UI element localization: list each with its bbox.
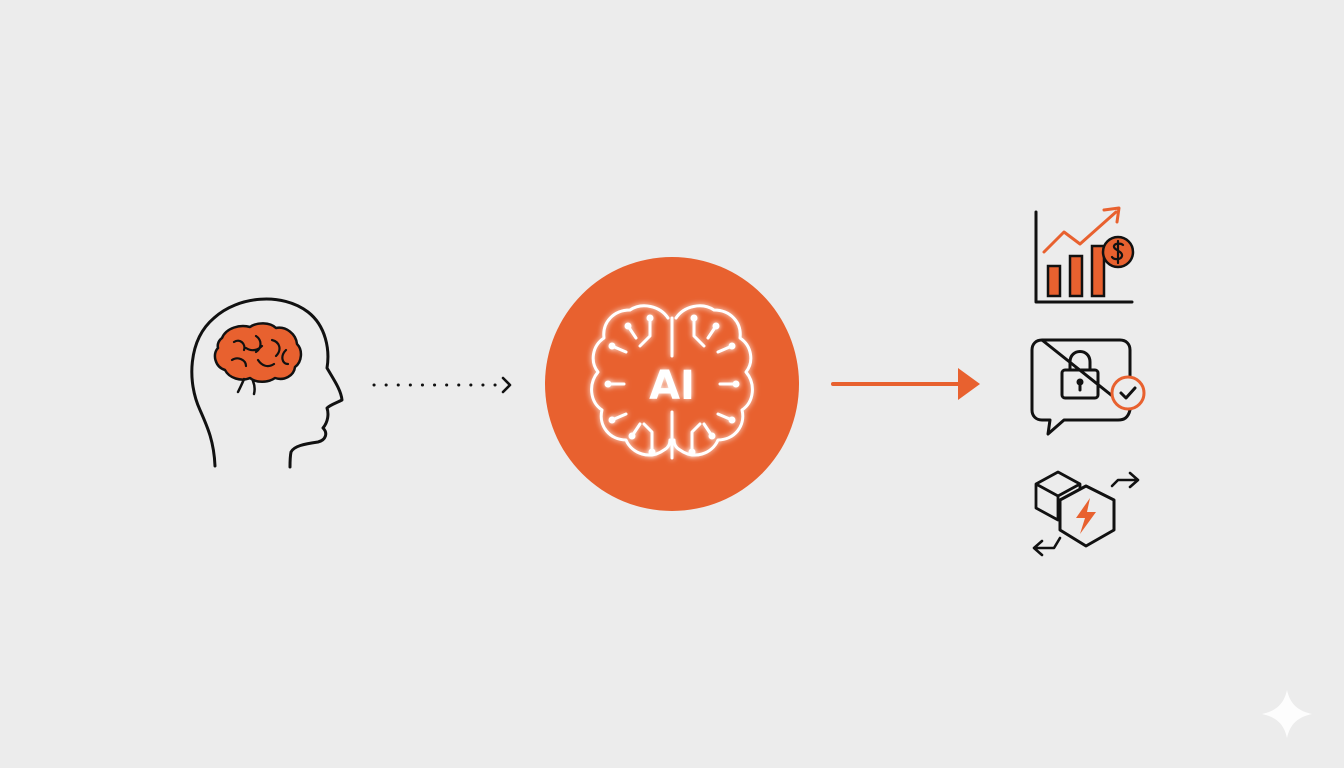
- sparkle-icon: [1262, 690, 1312, 738]
- growth-chart-dollar-icon: [1034, 206, 1135, 304]
- ai-label: AI: [649, 363, 695, 409]
- solid-arrow-icon: [831, 368, 980, 400]
- human-head-with-brain-icon: [190, 297, 344, 469]
- ai-brain-circuit-icon: AI: [545, 257, 799, 511]
- secure-chat-lock-icon: [1030, 338, 1146, 436]
- dotted-arrow-icon: [372, 376, 512, 394]
- fast-exchange-cubes-icon: [1032, 470, 1140, 557]
